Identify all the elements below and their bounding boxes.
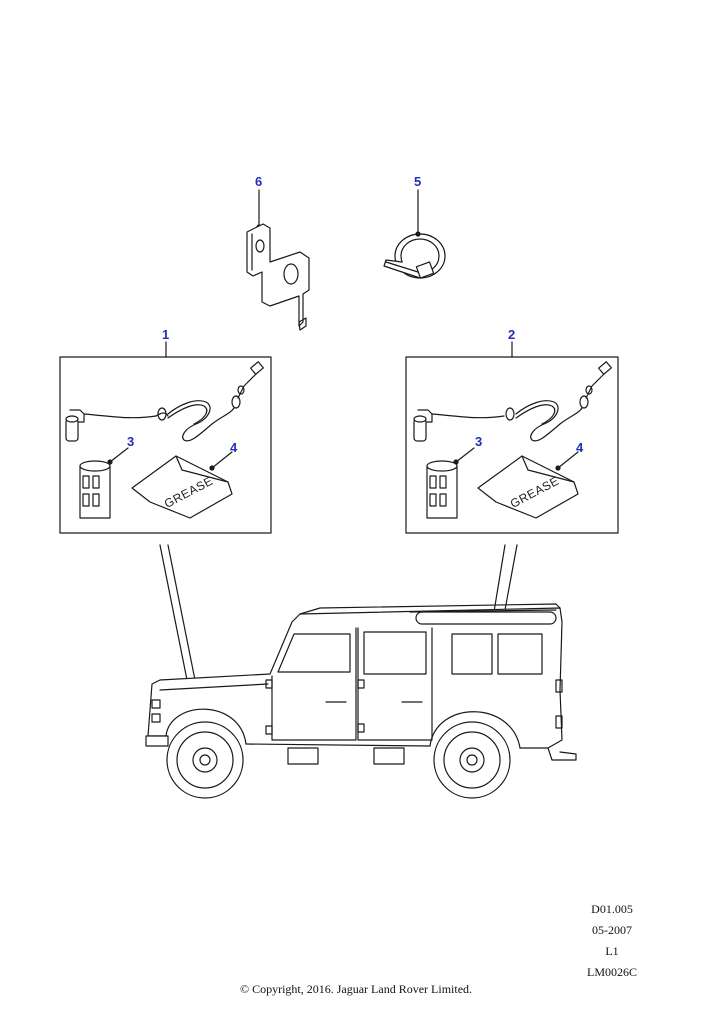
diagram-level: L1: [605, 944, 619, 958]
grease-sachet-left: [131, 451, 233, 519]
callout-6: 6: [255, 174, 262, 189]
callout-5: 5: [414, 174, 421, 189]
sleeve-part-left: [79, 447, 129, 519]
callout-1: 1: [162, 327, 169, 342]
diagram-code: LM0026C: [586, 965, 637, 979]
diagram-ref: D01.005: [591, 902, 633, 916]
abs-sensor-left: [65, 361, 265, 442]
callout-4-left: 4: [230, 440, 238, 455]
abs-sensor-right: [413, 361, 613, 442]
bracket-part: [246, 189, 310, 331]
grease-sachet-right: [477, 451, 579, 519]
callout-3-left: 3: [127, 434, 134, 449]
sensor-kit-box-left: [59, 341, 272, 534]
copyright-notice: © Copyright, 2016. Jaguar Land Rover Lim…: [239, 982, 473, 996]
callout-4-right: 4: [576, 440, 584, 455]
sensor-kit-box-right: [405, 341, 619, 534]
callout-2: 2: [508, 327, 515, 342]
callout-3-right: 3: [475, 434, 482, 449]
diagram-date: 05-2007: [592, 923, 632, 937]
sleeve-part-right: [426, 447, 475, 519]
vehicle-illustration: [145, 603, 577, 799]
cable-tie-part: [383, 189, 446, 279]
